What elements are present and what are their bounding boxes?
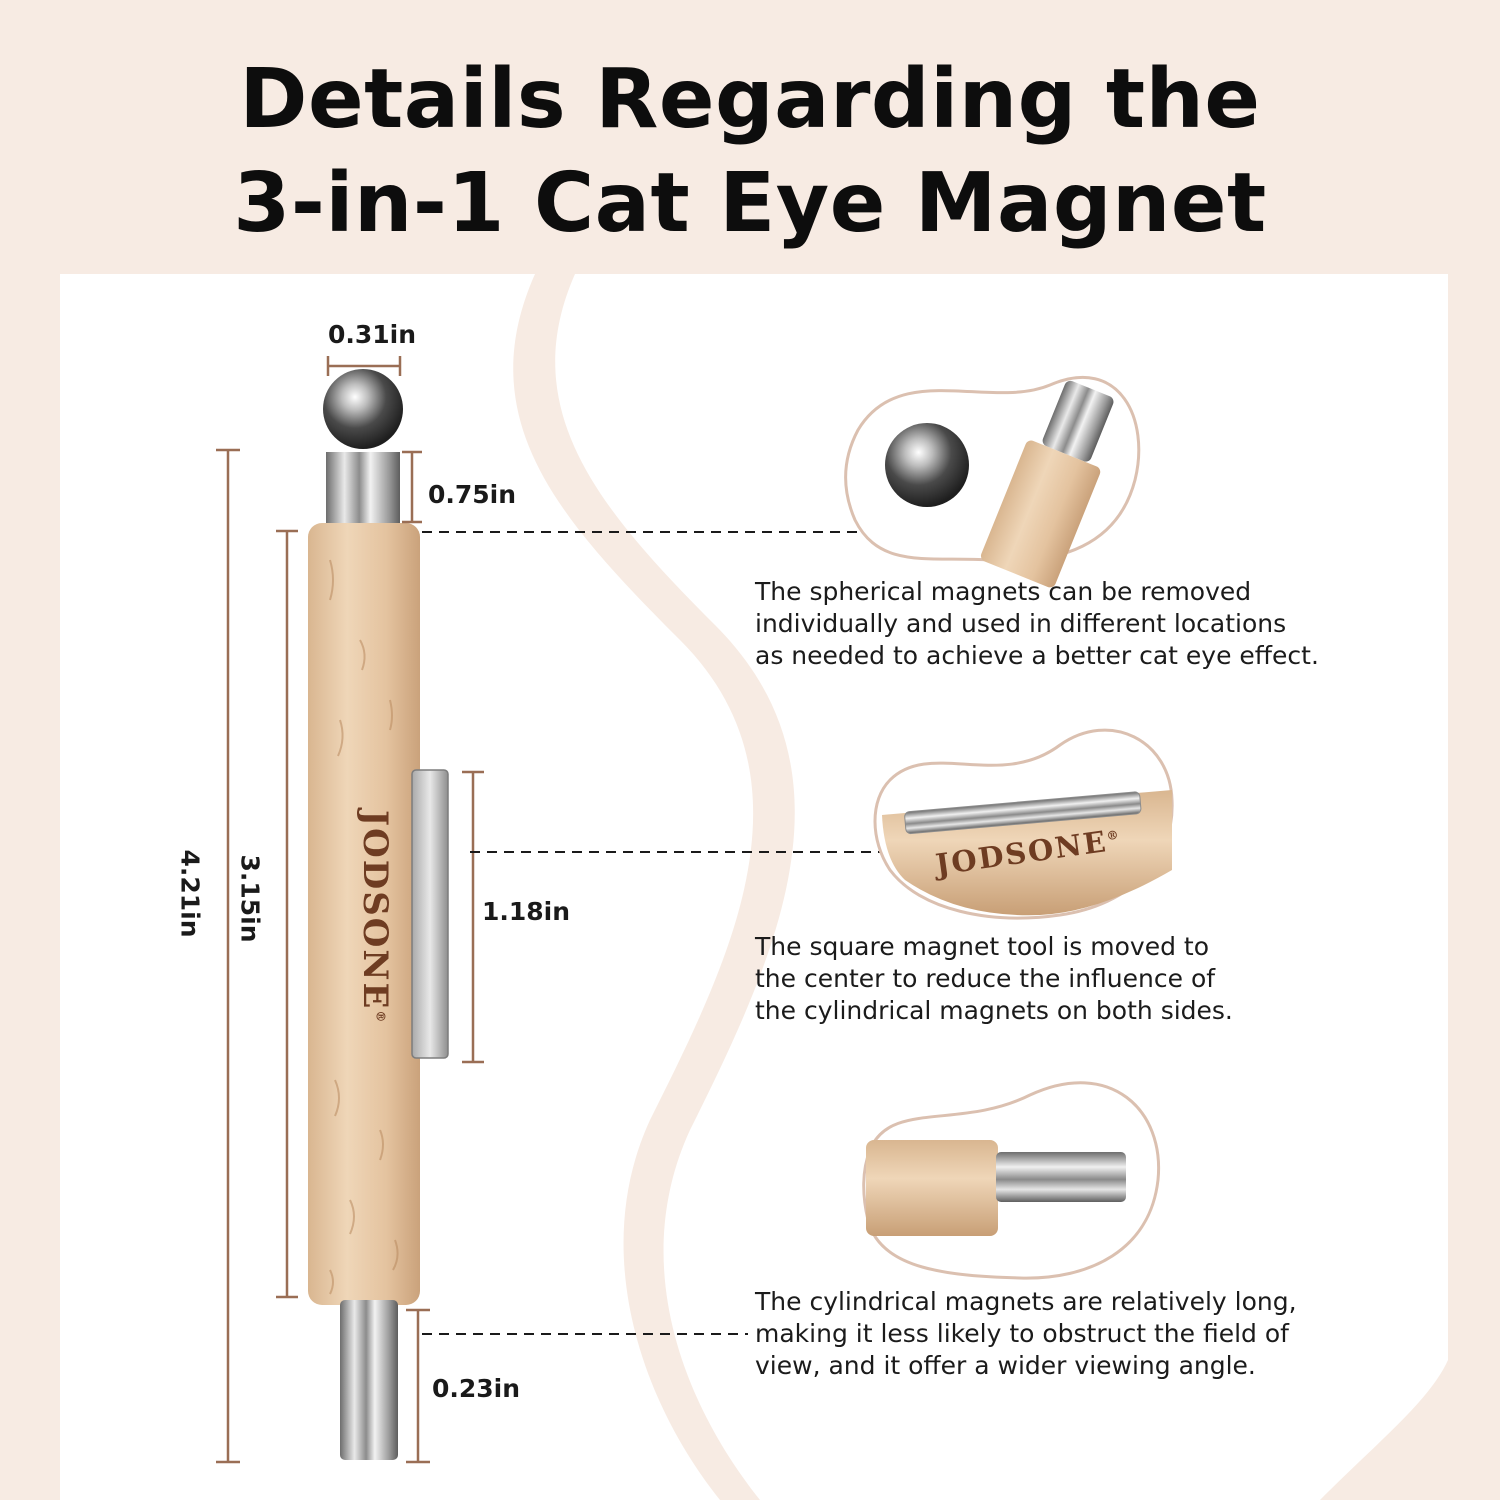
brand-engraving-vertical: JODSONE® — [355, 810, 395, 1024]
detail-wood-end-3 — [866, 1140, 998, 1236]
feature-1-line-1: The spherical magnets can be removed — [755, 577, 1252, 606]
detail-cylinder-rod — [996, 1152, 1126, 1202]
background-corner — [1320, 1360, 1448, 1500]
brand-text: JODSONE — [355, 810, 395, 1011]
feature-3-line-3: view, and it offer a wider viewing angle… — [755, 1351, 1256, 1380]
detail-cylinder-tip — [1042, 380, 1114, 462]
wood-grain — [329, 559, 399, 1295]
feature-2-line-3: the cylindrical magnets on both sides. — [755, 996, 1233, 1025]
label-handle-length: 3.15in — [235, 854, 265, 943]
detail-blob-1 — [844, 376, 1141, 588]
registered-mark: ® — [373, 1010, 388, 1025]
square-magnet-plate — [411, 769, 449, 1059]
dimension-lines — [216, 356, 484, 1464]
label-square-magnet: 1.18in — [482, 897, 571, 926]
bottom-steel-rod — [340, 1300, 398, 1460]
title-line-2: 3-in-1 Cat Eye Magnet — [233, 156, 1267, 251]
detail-sphere — [885, 423, 969, 507]
label-top-rod: 0.75in — [428, 480, 517, 509]
feature-1-line-3: as needed to achieve a better cat eye ef… — [755, 641, 1319, 670]
feature-description-2: The square magnet tool is moved to the c… — [755, 931, 1375, 1027]
magnet-tool — [308, 369, 449, 1460]
label-ball-width: 0.31in — [328, 320, 417, 349]
feature-3-line-2: making it less likely to obstruct the fi… — [755, 1319, 1289, 1348]
feature-1-line-2: individually and used in different locat… — [755, 609, 1287, 638]
title-line-1: Details Regarding the — [239, 52, 1261, 147]
feature-description-1: The spherical magnets can be removed ind… — [755, 576, 1375, 672]
detail-wood-end — [980, 440, 1101, 588]
detail-square-plate — [904, 791, 1142, 835]
registered-mark: ® — [1105, 827, 1122, 844]
sphere-magnet — [323, 369, 403, 449]
detail-blob-3 — [862, 1081, 1161, 1280]
feature-description-3: The cylindrical magnets are relatively l… — [755, 1286, 1375, 1382]
feature-2-line-1: The square magnet tool is moved to — [755, 932, 1210, 961]
label-total-length: 4.21in — [175, 849, 205, 938]
top-steel-rod — [326, 452, 400, 534]
label-bottom-rod: 0.23in — [432, 1374, 521, 1403]
leader-lines — [422, 531, 888, 1335]
detail-blob-2 — [873, 728, 1174, 920]
page-title: Details Regarding the 3-in-1 Cat Eye Mag… — [0, 48, 1500, 256]
feature-2-line-2: the center to reduce the influence of — [755, 964, 1216, 993]
background-swoosh — [513, 274, 795, 1500]
feature-3-line-1: The cylindrical magnets are relatively l… — [755, 1287, 1297, 1316]
